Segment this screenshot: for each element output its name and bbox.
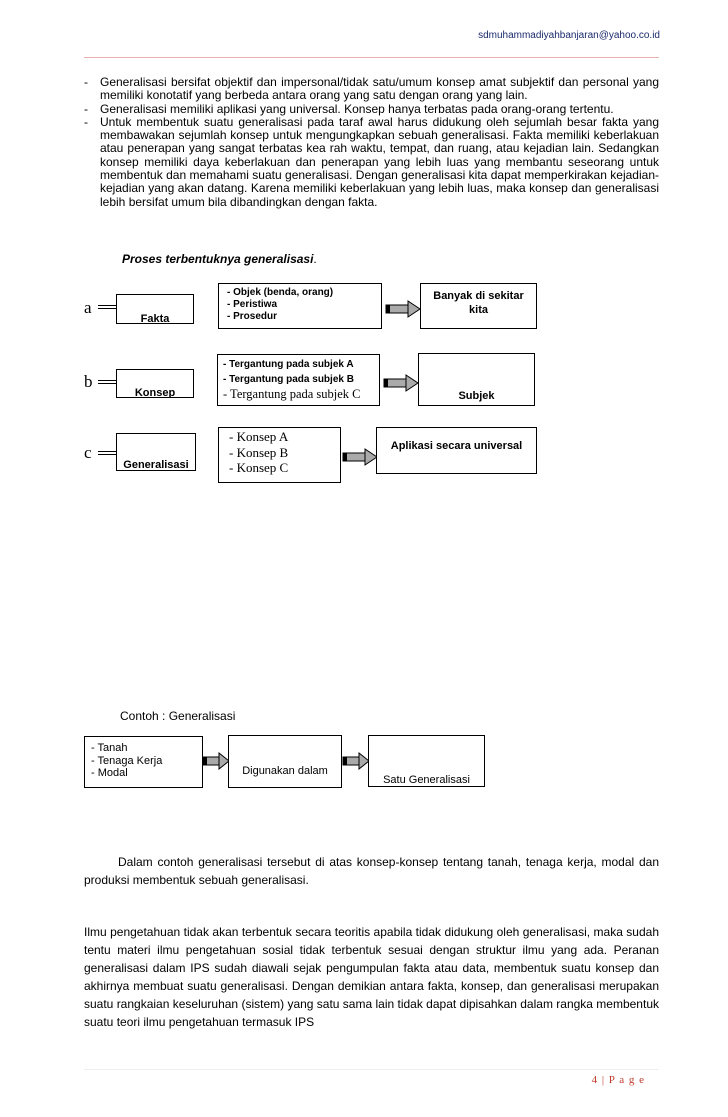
paragraph: Dalam contoh generalisasi tersebut di at…: [84, 855, 659, 887]
footer-divider: [84, 1069, 659, 1070]
row-a-item: - Peristiwa: [227, 299, 278, 310]
example-result-box: Satu Generalisasi: [368, 735, 485, 787]
row-b-result-box: Subjek: [418, 353, 535, 406]
row-a-label: Fakta: [140, 313, 170, 324]
row-c-connector: [98, 451, 116, 455]
example-result: Satu Generalisasi: [383, 774, 470, 786]
row-c-label-box: Generalisasi: [116, 433, 196, 471]
row-a-connector: [98, 305, 116, 309]
bullet-dash: -: [84, 75, 88, 89]
header-email: sdmuhammadiyahbanjaran@yahoo.co.id: [478, 30, 660, 41]
row-b-items-box: - Tergantung pada subjek A - Tergantung …: [217, 354, 380, 406]
row-b-letter: b: [84, 372, 93, 391]
row-a-items-box: - Objek (benda, orang) - Peristiwa - Pro…: [218, 283, 382, 329]
row-b-item: - Tergantung pada subjek C: [223, 387, 361, 401]
row-b-result: Subjek: [458, 390, 495, 402]
row-b-label: Konsep: [134, 387, 176, 398]
page-number: 4 | P a g e: [591, 1074, 645, 1086]
process-title-text: Proses terbentuknya generalisasi: [122, 252, 314, 266]
row-b-label-box: Konsep: [116, 369, 194, 398]
example-arrow-icon: [342, 752, 370, 770]
example-middle: Digunakan dalam: [242, 765, 328, 777]
row-a-result-box: Banyak di sekitar kita: [420, 283, 537, 329]
bullet-text: Generalisasi bersifat objektif dan imper…: [100, 75, 659, 103]
row-a-arrow-icon: [385, 300, 421, 318]
row-a-letter: a: [84, 298, 92, 317]
example-item: - Modal: [91, 767, 128, 779]
example-item: - Tenaga Kerja: [91, 754, 163, 767]
bullet-item: - Generalisasi bersifat objektif dan imp…: [84, 75, 659, 103]
paragraph: Ilmu pengetahuan tidak akan terbentuk se…: [84, 925, 659, 1029]
header-divider: [84, 57, 659, 58]
bullet-item: - Generalisasi memiliki aplikasi yang un…: [84, 101, 659, 116]
bullet-dash: -: [84, 114, 88, 129]
row-a-label-box: Fakta: [116, 294, 194, 324]
bullet-dash: -: [84, 101, 88, 116]
row-c-item: - Konsep A: [229, 429, 289, 444]
row-a-result: Banyak di sekitar kita: [433, 290, 524, 316]
example-item: - Tanah: [91, 742, 128, 754]
example-items-box: - Tanah - Tenaga Kerja - Modal: [84, 736, 203, 788]
row-c-label: Generalisasi: [123, 459, 189, 471]
row-c-item: - Konsep B: [229, 444, 289, 460]
row-a-item: - Objek (benda, orang): [227, 287, 334, 298]
bullet-text: Untuk membentuk suatu generalisasi pada …: [100, 114, 659, 209]
row-c-result-box: Aplikasi secara universal: [376, 427, 537, 474]
row-b-arrow-icon: [383, 374, 419, 392]
example-middle-box: Digunakan dalam: [228, 735, 342, 788]
row-b-item: - Tergantung pada subjek B: [223, 374, 354, 385]
bullet-text: Generalisasi memiliki aplikasi yang univ…: [100, 101, 614, 116]
row-c-items-box: - Konsep A - Konsep B - Konsep C: [218, 427, 341, 483]
bullet-list: - Generalisasi bersifat objektif dan imp…: [84, 75, 659, 209]
example-arrow-icon: [202, 752, 230, 770]
row-c-letter: c: [84, 443, 92, 462]
row-c-result: Aplikasi secara universal: [390, 440, 523, 452]
row-a-item: - Prosedur: [227, 311, 278, 322]
row-b-connector: [98, 380, 116, 384]
row-c-item: - Konsep C: [229, 460, 289, 475]
bullet-item: - Untuk membentuk suatu generalisasi pad…: [84, 114, 659, 209]
example-title: Contoh : Generalisasi: [120, 709, 236, 723]
process-title-suffix: .: [313, 252, 317, 266]
row-b-item: - Tergantung pada subjek A: [223, 359, 354, 370]
process-title: Proses terbentuknya generalisasi.: [122, 252, 317, 266]
row-c-arrow-icon: [342, 448, 378, 466]
